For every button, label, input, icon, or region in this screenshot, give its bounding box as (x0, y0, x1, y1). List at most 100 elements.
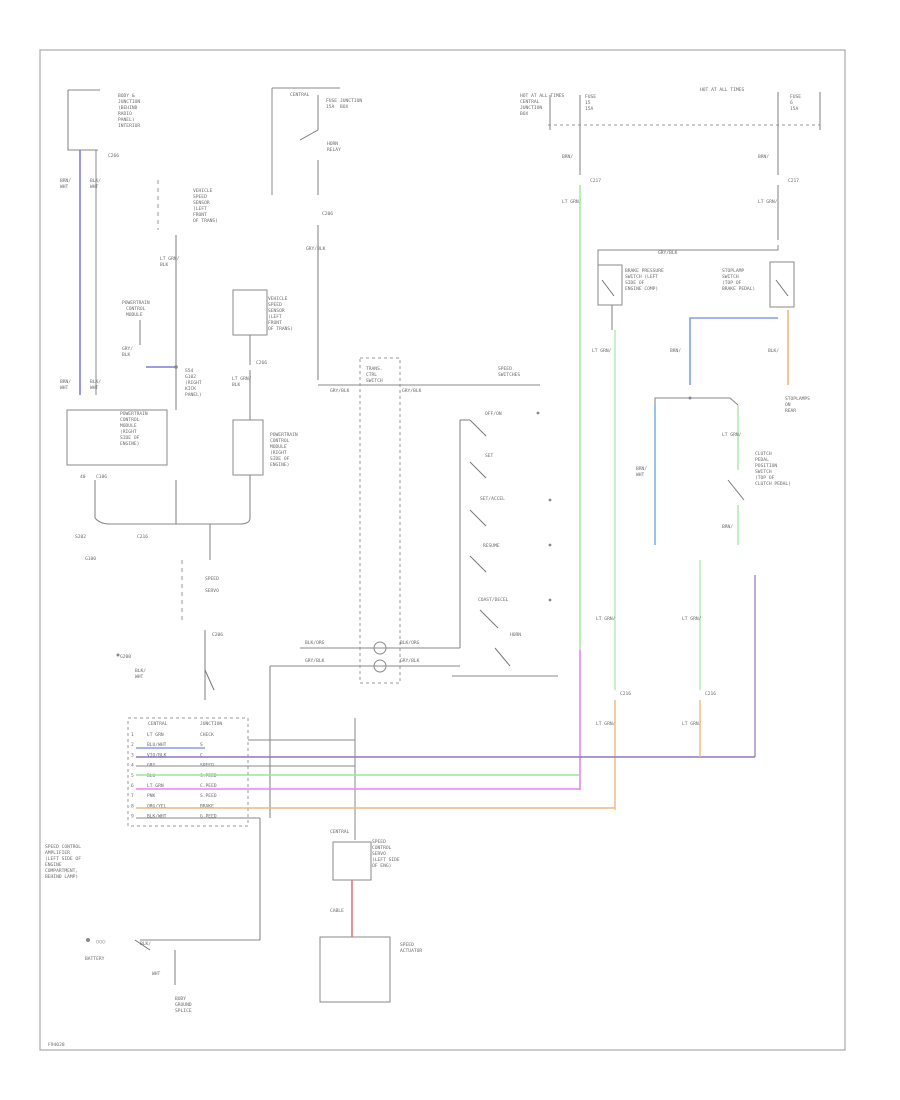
scm-label-3: (RIGHT (120, 429, 137, 435)
stoplamps-1: ON (785, 402, 791, 408)
amp-pin-number: 4 (131, 763, 134, 769)
spine-wire-1: GRY/BLK (402, 388, 422, 394)
amp-head-1: JUNCTION (200, 721, 222, 727)
junction-connector: C266 (108, 153, 119, 159)
sw-coast: COAST/DECEL (478, 597, 509, 603)
hot1-3: BOX (520, 111, 529, 117)
ecm-label-0: POWERTRAIN (122, 300, 150, 306)
hot1-5: 15 (585, 100, 591, 106)
battery-ref-0: BODY (175, 996, 186, 1002)
hot2-2: 6 (790, 100, 793, 106)
stoplamps-0: STOPLAMPS (785, 396, 810, 402)
battery-block: ○○○ BLK/ BATTERY WHT BODY GROUND SPLICE (85, 818, 261, 1014)
vss-label-2: SENSOR (193, 200, 210, 206)
act-label-5: OF ENG) (372, 863, 391, 869)
horn-wire: C206 (322, 211, 333, 217)
brk-wire-2: LT GRN/ (592, 348, 612, 354)
wire-label-4: BRN/ (60, 379, 71, 385)
pcm3-label-5: ENGINE) (270, 462, 289, 468)
hot1-wire-b: LT GRN/ (562, 199, 582, 205)
servo-actuator: CENTRAL SPEED CONTROL SERVO (LEFT SIDE O… (319, 829, 422, 1003)
hot1-6: 15A (585, 106, 594, 112)
brk-label-1: SWITCH (LEFT (625, 274, 658, 280)
speed-control-module-box: POWERTRAIN CONTROL MODULE (RIGHT SIDE OF… (66, 380, 177, 518)
sw-accel: SET/ACCEL (480, 496, 505, 502)
spine-wire-4: BLK/ORG (400, 640, 420, 646)
cfb-label-4: BOX (340, 104, 349, 110)
servo-chain: SPEED SERVO C206 G200 BLK/ WHT (116, 560, 223, 700)
hot1-c: C217 (590, 178, 601, 184)
pcm3-label-1: CONTROL (270, 438, 290, 444)
wire-label-3: WHT (90, 184, 99, 190)
drop-wire-2: LT GRN/ (596, 721, 616, 727)
scm-label-4: SIDE OF (120, 435, 140, 441)
speed-control-switches: OFF/ON SET SET/ACCEL RESUME COAST/DECEL … (452, 411, 558, 677)
amp-pin-wire: CHECK (200, 732, 214, 738)
pcm3-label-2: MODULE (270, 444, 287, 450)
amp-pin-color: LT GRN (147, 732, 164, 738)
hot-at-all-times-2: HOT AT ALL TIMES FUSE 6 15A BRN/ C217 LT… (700, 87, 821, 240)
vss-wire-0: LT GRN/ (160, 256, 180, 262)
junction-label-3: RADIO (118, 111, 132, 117)
pcm2-label-1: SPEED (268, 302, 282, 308)
amp-pin-color: LT GRN (147, 783, 164, 789)
ecm-pin-3: KICK (185, 386, 196, 392)
amp-pin-color: ORG/YEL (147, 803, 167, 809)
junction-label-1: JUNCTION (118, 99, 140, 105)
footer-code: F94028 (48, 1042, 65, 1048)
pcm-connector-box: VEHICLE SPEED SENSOR (LEFT FRONT OF TRAN… (232, 289, 298, 518)
hot2-wire: BRN/ (758, 154, 769, 160)
right-drop-wires: LT GRN/ LT GRN/ C216 C216 LT GRN/ LT GRN… (579, 330, 716, 810)
pcm2-label-5: OF TRANS) (268, 326, 293, 332)
drop-wire-3: LT GRN/ (682, 721, 702, 727)
cfb-label-1: FUSE (326, 98, 337, 104)
ground-rail: S202 C216 G100 (75, 517, 251, 562)
cfb-label-0: CENTRAL (290, 92, 310, 98)
spine-label-1: SWITCHES (498, 372, 520, 378)
amp-pin-wire: S (200, 742, 203, 748)
wire-label-2: BLK/ (90, 178, 101, 184)
horn-relay-1: RELAY (327, 147, 341, 153)
scm-label-0: POWERTRAIN (120, 411, 148, 417)
hot1-0: HOT AT ALL TIMES (520, 93, 564, 99)
drop-c-0: C216 (620, 691, 631, 697)
wire-label-7: WHT (90, 385, 99, 391)
vehicle-speed-sensor: VEHICLE SPEED SENSOR (LEFT FRONT OF TRAN… (157, 180, 218, 380)
pcm3-label-3: (RIGHT (270, 450, 287, 456)
spine-wire-3: GRY/BLK (305, 658, 325, 664)
powertrain-switch-block: POWERTRAIN CONTROL MODULE GRY/ BLK S54 G… (122, 300, 202, 398)
amp-pin-number: 5 (131, 773, 134, 779)
clock-label-2: SWITCH (366, 378, 383, 384)
amp-output-leads (248, 718, 356, 840)
spine-label-0: SPEED (498, 366, 512, 372)
amp-pin-number: 2 (131, 742, 134, 748)
act-label-4: (LEFT SIDE (372, 857, 400, 863)
harness-lines (136, 575, 756, 819)
clutch-label-5: CLUTCH PEDAL) (755, 481, 791, 487)
clutch-wire-3: BRN/ (722, 524, 733, 530)
amp-pin-color: BLU (147, 773, 156, 779)
clutch-label-1: PEDAL (755, 457, 769, 463)
battery-wire-1: WHT (152, 971, 161, 977)
central-fuse-block: CENTRAL FUSE 15A JUNCTION BOX HORN RELAY… (271, 87, 362, 380)
brk-label-3: ENGINE COMP) (625, 286, 658, 292)
servo-label-1: SERVO (205, 588, 219, 594)
brk-wire: GRY/BLK (658, 250, 678, 256)
clutch-label-2: POSITION (755, 463, 777, 469)
servo-wire-1: WHT (135, 674, 144, 680)
pcm2-wire-0: LT GRN/ (232, 376, 252, 382)
scm-label-1: CONTROL (120, 417, 140, 423)
hot2-0: HOT AT ALL TIMES (700, 87, 744, 93)
amp-pin-color: VIO/BLK (147, 752, 167, 758)
amp-pin-wire: C (200, 752, 203, 758)
junction-label-4: PANEL) (118, 117, 135, 123)
hot1-1: CENTRAL (520, 99, 540, 105)
ecm-wire-1: BLK (122, 352, 131, 358)
act-box-1: ACTUATOR (400, 948, 422, 954)
wire-label-1: WHT (60, 184, 69, 190)
vss-label-1: SPEED (193, 194, 207, 200)
hot1-wire: BRN/ (562, 154, 573, 160)
